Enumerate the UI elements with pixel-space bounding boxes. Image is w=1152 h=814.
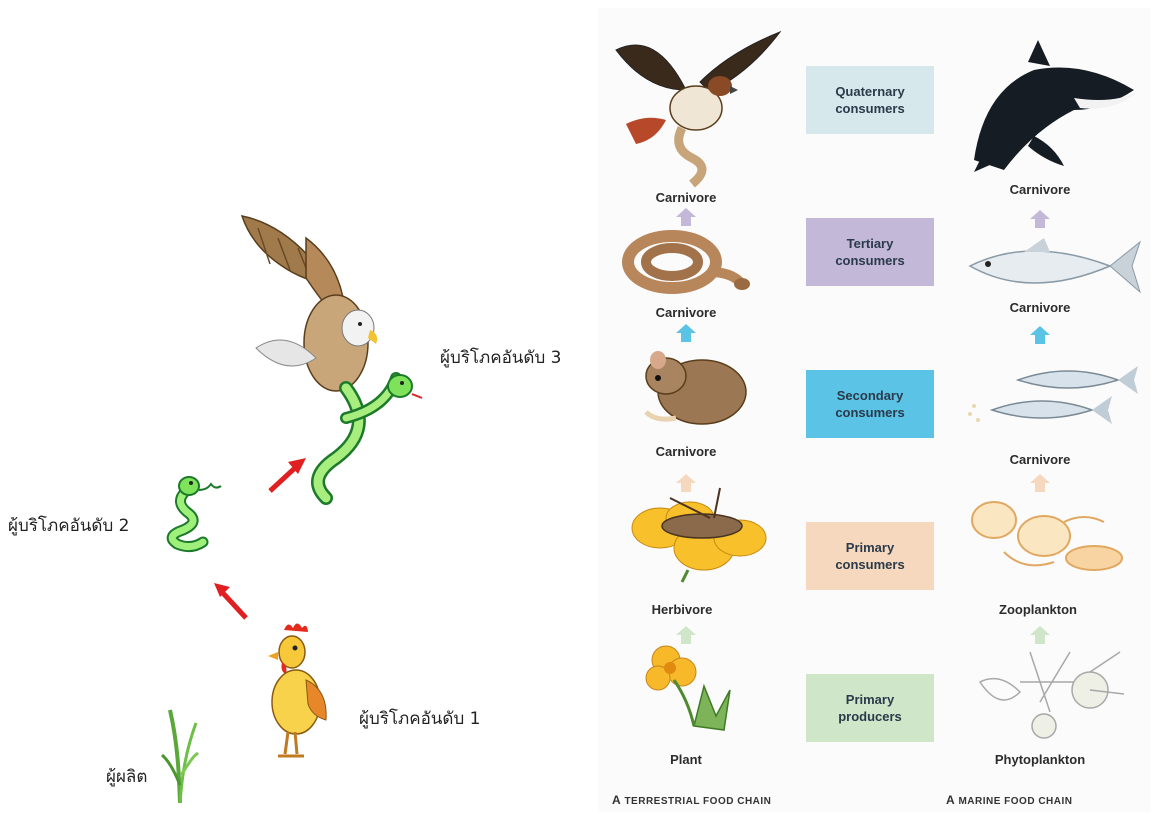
- terrestrial-role-label: Carnivore: [616, 190, 756, 205]
- marine-role-label: Carnivore: [970, 452, 1110, 467]
- up-arrow-icon: [1030, 626, 1050, 644]
- up-arrow-icon: [676, 324, 696, 342]
- producer-label: ผู้ผลิต: [106, 763, 147, 790]
- up-arrow-icon: [1030, 326, 1050, 344]
- marine-title-rest: MARINE FOOD CHAIN: [958, 796, 1072, 807]
- terrestrial-title-rest: TERRESTRIAL FOOD CHAIN: [624, 796, 771, 807]
- up-arrow-icon: [1030, 474, 1050, 492]
- consumer-3-label: ผู้บริโภคอันดับ 3: [440, 344, 561, 371]
- terrestrial-role-label: Carnivore: [616, 305, 756, 320]
- marine-role-label: Phytoplankton: [970, 752, 1110, 767]
- consumer-2-label: ผู้บริโภคอันดับ 2: [8, 512, 129, 539]
- zooplankton-icon: [964, 492, 1128, 584]
- level-box-secondary: Secondary consumers: [806, 370, 934, 438]
- eagle-icon: [236, 208, 426, 508]
- up-arrow-icon: [676, 626, 696, 644]
- phytoplankton-icon: [970, 642, 1126, 742]
- plant-icon: [634, 636, 738, 736]
- rattlesnake-icon: [622, 222, 752, 296]
- terrestrial-title-first: A: [612, 793, 621, 807]
- marine-title-first: A: [946, 793, 955, 807]
- terrestrial-role-label: Carnivore: [616, 444, 756, 459]
- grasshopper-flower-icon: [630, 478, 770, 582]
- mouse-icon: [636, 342, 752, 430]
- level-box-primary-consumers: Primary consumers: [806, 522, 934, 590]
- up-arrow-icon: [676, 208, 696, 226]
- marine-chain-title: A MARINE FOOD CHAIN: [946, 793, 1073, 807]
- marine-role-label: Carnivore: [970, 182, 1110, 197]
- terrestrial-chain-title: A TERRESTRIAL FOOD CHAIN: [612, 793, 771, 807]
- up-arrow-icon: [676, 474, 696, 492]
- rooster-icon: [262, 620, 332, 765]
- small-snake-icon: [163, 470, 225, 550]
- orca-icon: [964, 40, 1144, 176]
- up-arrow-icon: [1030, 210, 1050, 228]
- arrow-icon: [212, 580, 252, 622]
- marine-role-label: Carnivore: [970, 300, 1110, 315]
- terrestrial-role-label: Herbivore: [612, 602, 752, 617]
- hawk-icon: [612, 28, 784, 188]
- consumer-1-label: ผู้บริโภคอันดับ 1: [359, 705, 480, 732]
- marine-role-label: Zooplankton: [968, 602, 1108, 617]
- fish-icon: [962, 360, 1144, 438]
- tuna-icon: [964, 232, 1146, 306]
- grass-icon: [160, 705, 200, 805]
- level-box-tertiary: Tertiary consumers: [806, 218, 934, 286]
- level-box-quaternary: Quaternary consumers: [806, 66, 934, 134]
- level-box-producers: Primary producers: [806, 674, 934, 742]
- terrestrial-role-label: Plant: [616, 752, 756, 767]
